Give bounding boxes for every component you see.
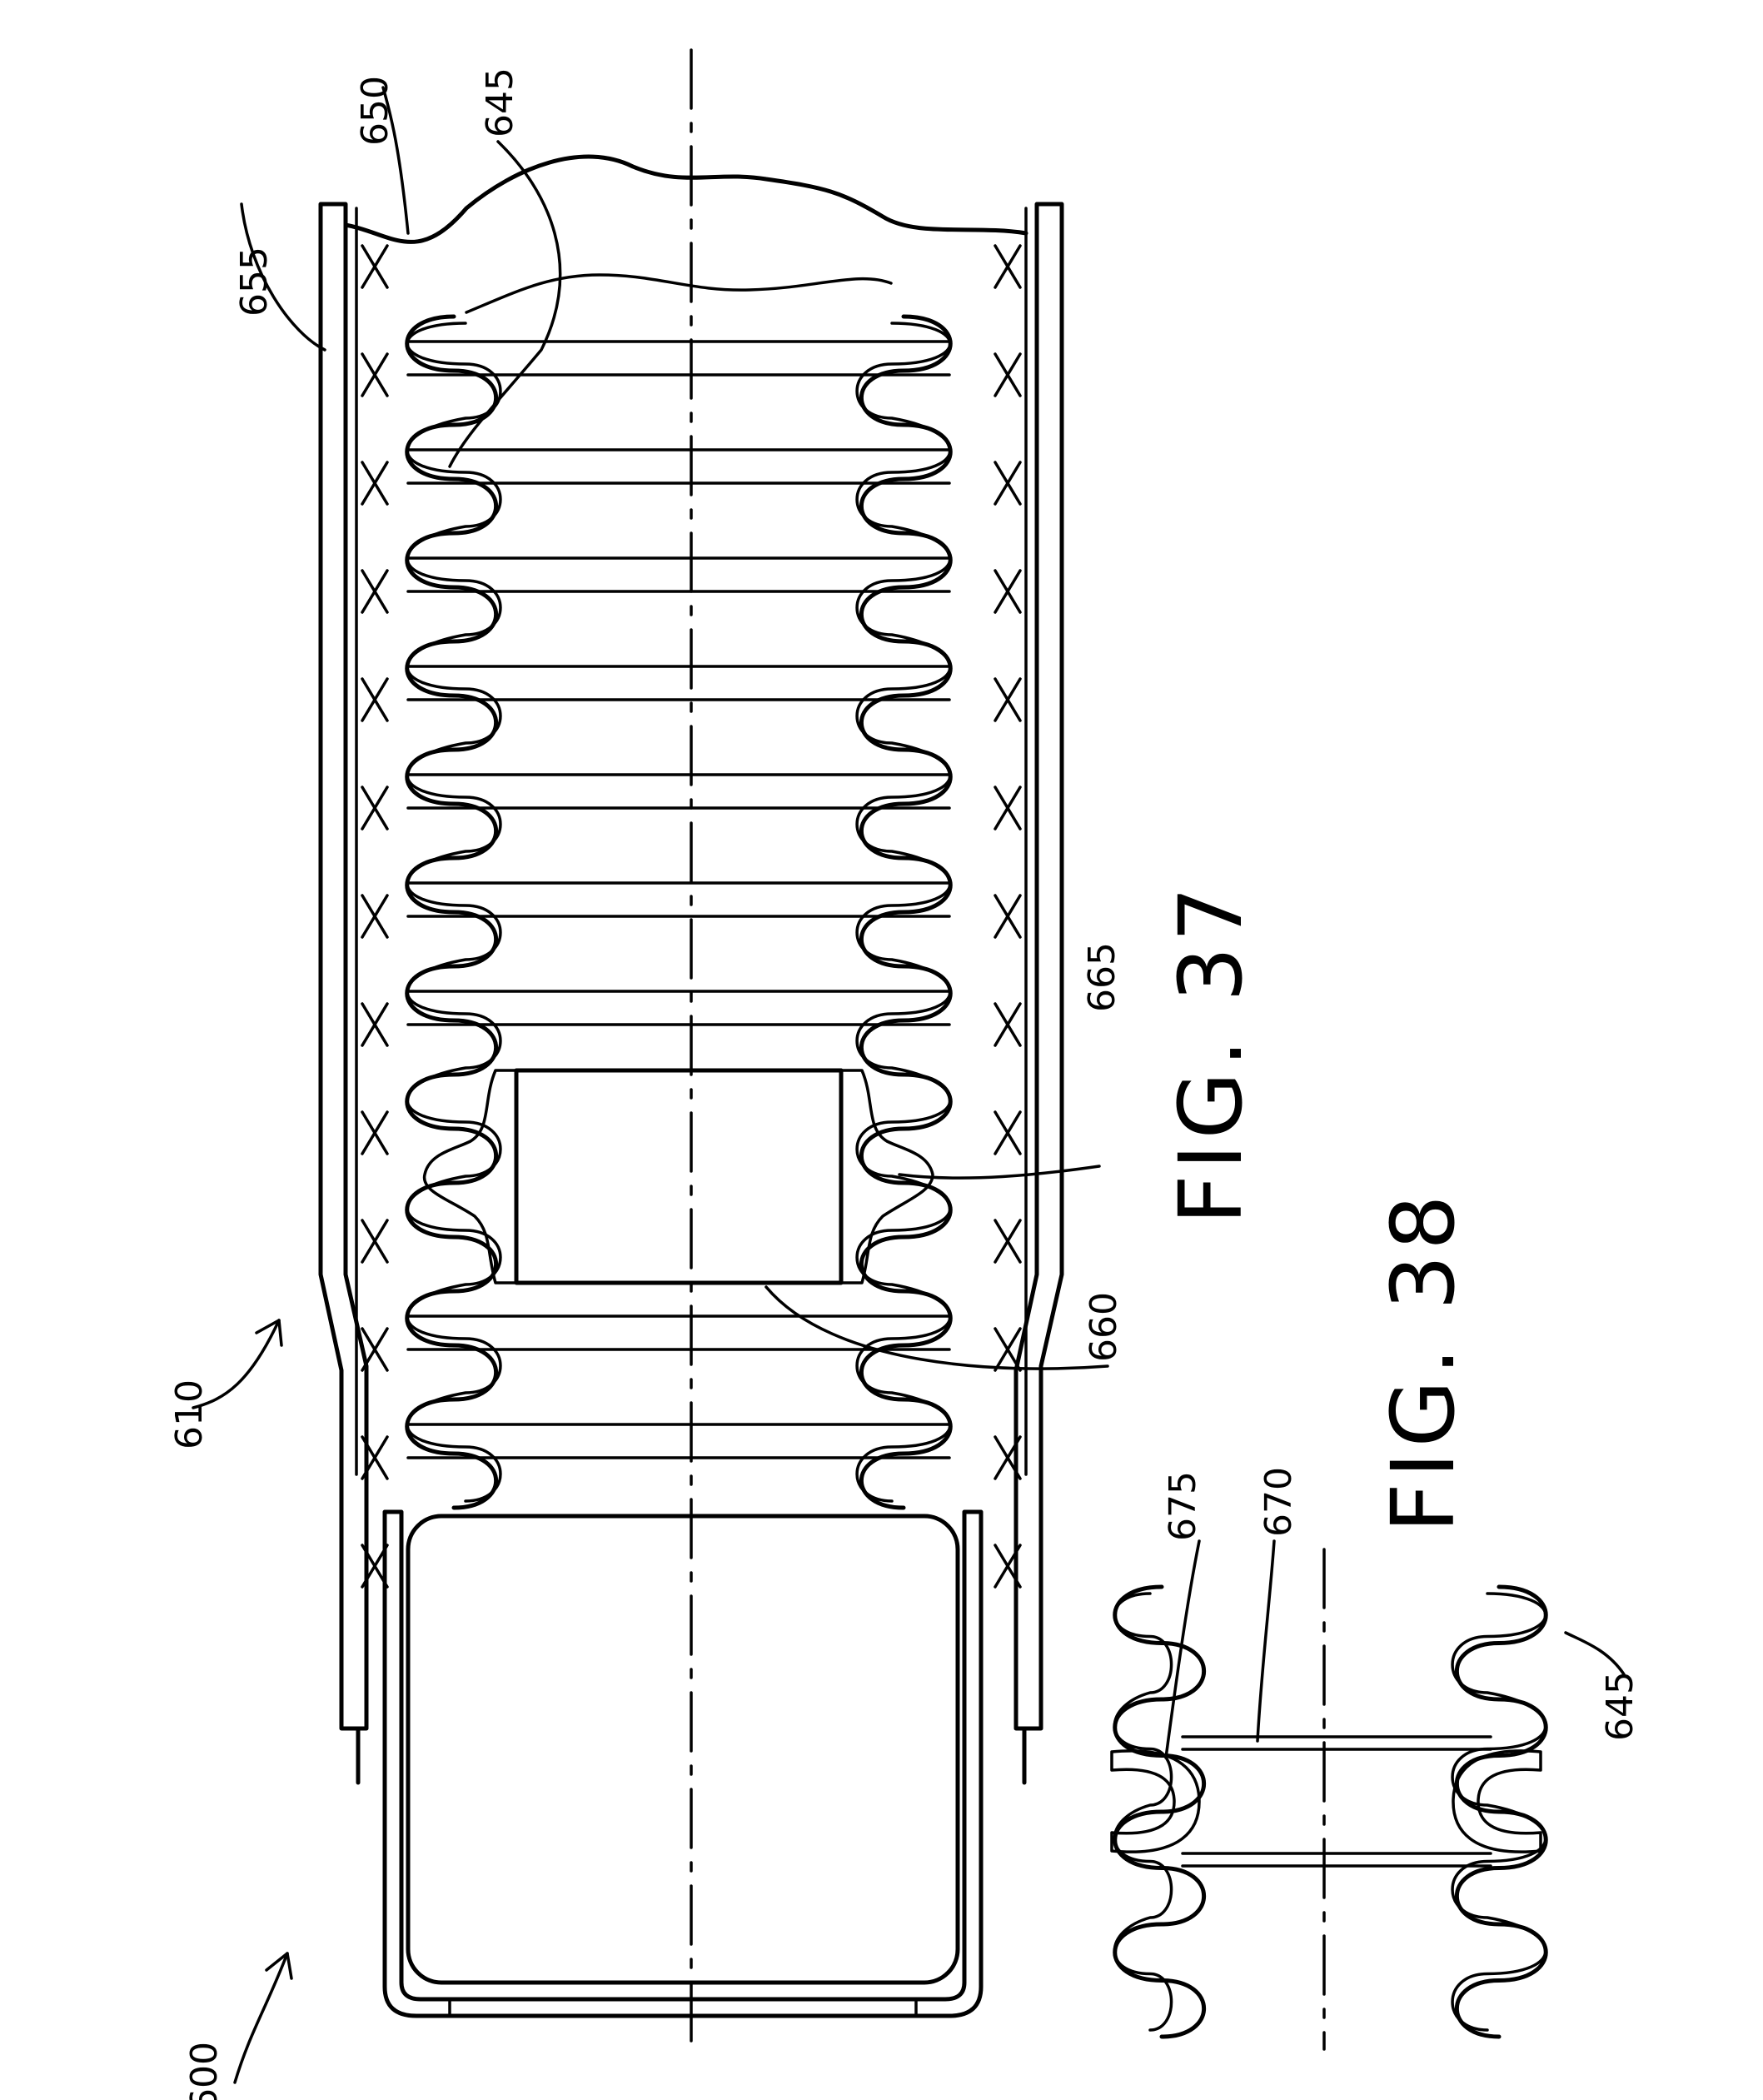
right-outer-profile (861, 317, 950, 1508)
ref-670: 670 (1258, 1467, 1300, 1537)
distal-tip (385, 1512, 981, 2016)
fig38-drawing (1112, 1549, 1546, 2049)
left-outer-profile (407, 317, 496, 1508)
fig38-right-outer-profile (1457, 1587, 1546, 2037)
ref-655: 655 (233, 247, 276, 317)
ref-660: 660 (1083, 1292, 1125, 1362)
ref-645: 645 (479, 67, 521, 137)
fig38-right-corrugation (1452, 1587, 1546, 2037)
ref-600: 600 (183, 2042, 226, 2100)
fig37-caption: FIG. 37 (1160, 881, 1262, 1225)
ref-675: 675 (1162, 1471, 1204, 1541)
ref-610: 610 (168, 1379, 211, 1449)
fig38-caption: FIG. 38 (1372, 1190, 1474, 1533)
fig38-left-corrugation (1114, 1587, 1203, 2037)
ref-650: 650 (354, 76, 396, 146)
fig37-drawing (321, 50, 1062, 2049)
bellows-rungs (408, 342, 949, 1458)
ring-675-left (1112, 1751, 1199, 1852)
ref-665: 665 (1081, 942, 1123, 1012)
break-line (346, 157, 1026, 242)
bellows-left-wall (407, 317, 501, 1508)
ref-645-fig38: 645 (1599, 1671, 1641, 1741)
bellows-right-wall (857, 317, 950, 1508)
